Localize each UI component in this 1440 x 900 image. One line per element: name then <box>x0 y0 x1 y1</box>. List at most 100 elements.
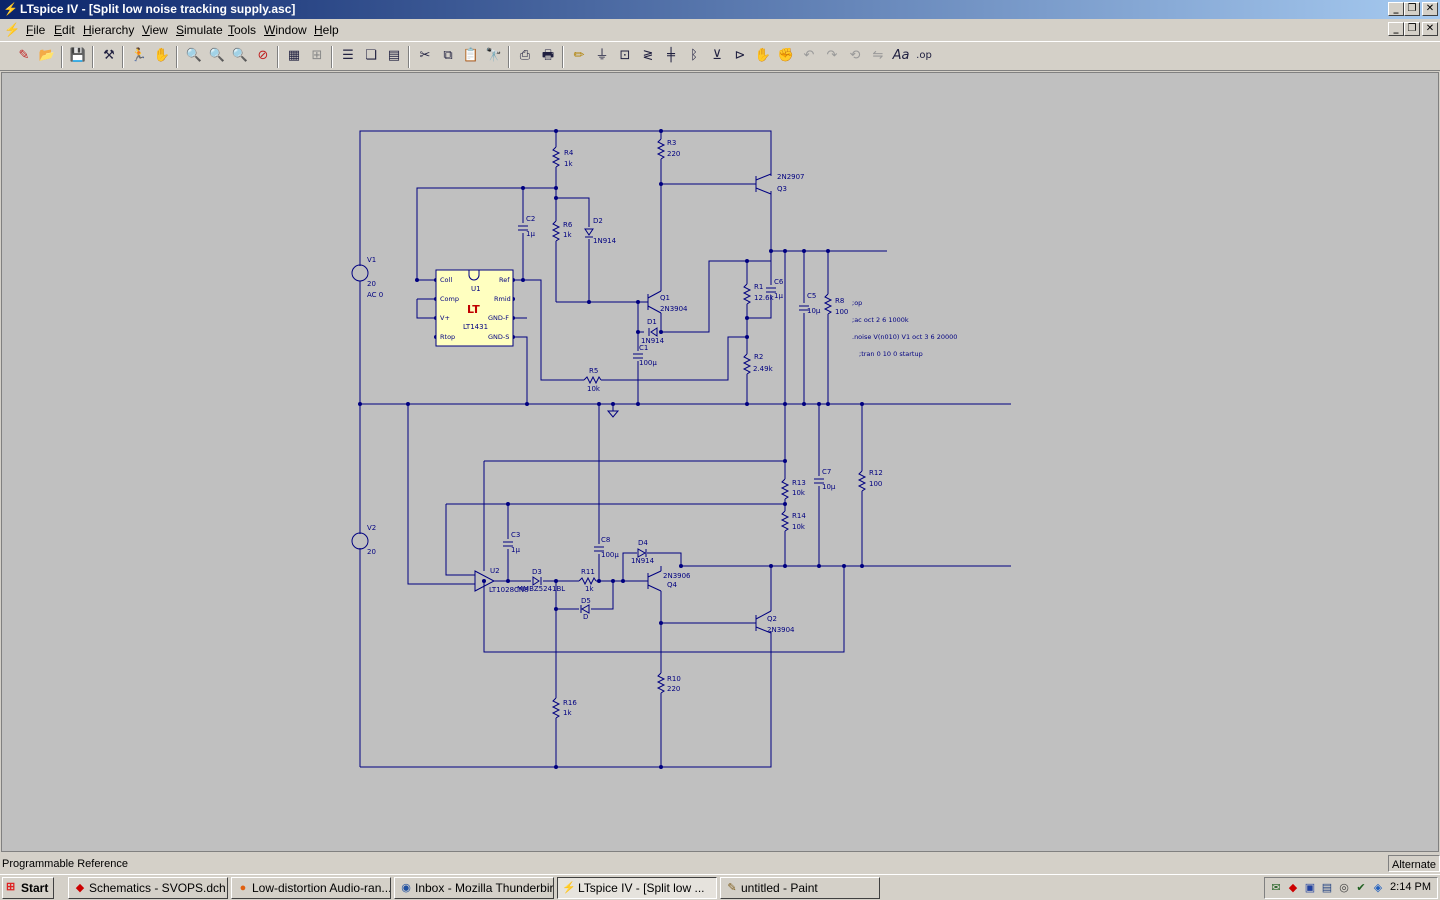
c2-capacitor <box>518 225 528 231</box>
v1-source <box>351 264 369 282</box>
print-preview-icon[interactable]: ⎙ <box>519 48 531 63</box>
mdi-minimize-button[interactable]: _ <box>1388 22 1404 36</box>
start-button[interactable]: ⊞Start <box>2 877 54 899</box>
diode-icon[interactable]: ⊻ <box>712 48 722 63</box>
u1-pin-label: GND-S <box>488 333 509 341</box>
tile-horizontal-icon[interactable]: ☰ <box>342 48 354 63</box>
zoom-fit-icon[interactable]: ⊘ <box>257 48 269 63</box>
menu-hierarchy[interactable]: Hierarchy <box>83 23 135 37</box>
c1-capacitor <box>633 353 643 359</box>
q4-transistor <box>647 570 662 592</box>
menu-simulate[interactable]: Simulate <box>176 23 223 37</box>
tray-network-icon[interactable]: ✉ <box>1271 882 1281 894</box>
close-button[interactable]: ✕ <box>1422 2 1438 16</box>
menu-tools[interactable]: Tools <box>228 23 257 37</box>
mirror-icon[interactable]: ⇋ <box>872 48 884 63</box>
menu-view[interactable]: View <box>142 23 168 37</box>
draw-wire-icon[interactable]: ✏ <box>573 48 585 63</box>
tray-volume-icon[interactable]: ◎ <box>1339 882 1349 894</box>
component-icon[interactable]: ⊳ <box>734 48 746 63</box>
r11-label: 1k <box>585 585 594 593</box>
tray-antivirus-icon[interactable]: ◆ <box>1288 882 1298 894</box>
u2-opamp <box>474 570 496 592</box>
r3-resistor <box>656 138 666 160</box>
menu-edit[interactable]: Edit <box>54 23 75 37</box>
cut-icon[interactable]: ✂ <box>419 48 431 63</box>
find-binoculars-icon[interactable]: 🔭 <box>485 48 503 63</box>
resistor-icon[interactable]: ≷ <box>642 48 654 63</box>
copy-icon[interactable]: ⧉ <box>443 48 453 63</box>
print-icon[interactable]: 🖶 <box>541 48 555 63</box>
new-schematic-icon[interactable]: ✎ <box>18 48 30 63</box>
rotate-icon[interactable]: ⟲ <box>849 48 861 63</box>
task-ltspice[interactable]: ⚡LTspice IV - [Split low ... <box>557 877 717 899</box>
open-folder-icon[interactable]: 📂 <box>38 48 56 63</box>
paste-icon[interactable]: 📋 <box>462 48 480 63</box>
status-text: Programmable Reference <box>2 858 128 870</box>
mdi-restore-button[interactable]: ❐ <box>1404 22 1420 36</box>
spice-directive-icon[interactable]: .op <box>916 50 932 61</box>
zoom-pan-icon[interactable]: 🔍 <box>208 48 226 63</box>
q2-transistor <box>755 610 772 634</box>
task-schematics[interactable]: ◆Schematics - SVOPS.dch <box>68 877 228 899</box>
restore-button[interactable]: ❐ <box>1404 2 1420 16</box>
text-icon[interactable]: Aa <box>892 48 910 63</box>
ground-icon[interactable]: ⏚ <box>595 48 609 63</box>
ltspice-icon: ⚡ <box>562 882 576 894</box>
spice-directive: .noise V(n010) V1 oct 3 6 20000 <box>852 333 957 341</box>
task-thunderbird[interactable]: ◉Inbox - Mozilla Thunderbird <box>394 877 554 899</box>
minimize-button[interactable]: _ <box>1388 2 1404 16</box>
menu-window[interactable]: Window <box>264 23 307 37</box>
menu-help[interactable]: Help <box>314 23 339 37</box>
window-title: LTspice IV - [Split low noise tracking s… <box>20 2 296 16</box>
tray-bluetooth-icon[interactable]: ◈ <box>1373 882 1383 894</box>
menu-file[interactable]: File <box>26 23 46 37</box>
toolbar-separator <box>408 46 410 68</box>
mdi-child-icon[interactable]: ⚡ <box>4 22 21 37</box>
grid-icon[interactable]: ⊞ <box>311 48 323 63</box>
save-icon[interactable]: 💾 <box>69 48 87 63</box>
zoom-out-icon[interactable]: 🔍 <box>231 48 249 63</box>
tile-vertical-icon[interactable]: ▤ <box>387 48 401 63</box>
control-panel-icon[interactable]: ⚒ <box>103 48 115 63</box>
task-firefox[interactable]: ●Low-distortion Audio-ran... <box>231 877 391 899</box>
r1-resistor <box>742 283 752 305</box>
d5-diode <box>580 604 590 614</box>
inductor-icon[interactable]: ᛒ <box>690 48 698 63</box>
d2-label: 1N914 <box>593 237 617 245</box>
undo-icon[interactable]: ↶ <box>803 48 815 63</box>
mdi-close-button[interactable]: ✕ <box>1422 22 1438 36</box>
pan-hand-icon[interactable]: ✋ <box>153 48 171 63</box>
tray-display-icon[interactable]: ▤ <box>1321 882 1333 894</box>
r12-resistor <box>857 470 867 492</box>
redo-icon[interactable]: ↷ <box>826 48 838 63</box>
menu-bar: ⚡ File Edit Hierarchy View Simulate Tool… <box>0 19 1440 41</box>
toolbar-separator <box>176 46 178 68</box>
u1-pin-label: Rtop <box>440 333 455 341</box>
u1-pin-label: Rmid <box>494 295 511 303</box>
zoom-in-icon[interactable]: 🔍 <box>185 48 203 63</box>
capacitor-icon[interactable]: ╪ <box>667 48 675 63</box>
u1-lt1431[interactable]: LT <box>435 269 514 347</box>
task-paint[interactable]: ✎untitled - Paint <box>720 877 880 899</box>
r8-label: R8 <box>835 297 844 305</box>
autorange-icon[interactable]: ▦ <box>287 48 301 63</box>
move-hand-icon[interactable]: ✋ <box>754 48 772 63</box>
label-net-icon[interactable]: ⊡ <box>619 48 631 63</box>
tray-update-icon[interactable]: ✔ <box>1356 882 1366 894</box>
run-icon[interactable]: 🏃 <box>130 48 148 63</box>
cascade-icon[interactable]: ❏ <box>365 48 377 63</box>
tray-monitor-icon[interactable]: ▣ <box>1304 882 1316 894</box>
d1-label: 1N914 <box>641 337 665 345</box>
c8-capacitor <box>594 546 604 552</box>
drag-hand-icon[interactable]: ✊ <box>777 48 795 63</box>
c6-label: C6 <box>774 278 784 286</box>
r2-resistor <box>742 353 752 375</box>
c7-label: C7 <box>822 468 831 476</box>
ltspice-app-icon[interactable]: ⚡ <box>3 2 18 16</box>
r5-resistor <box>583 375 602 385</box>
v1-label: AC 0 <box>367 291 383 299</box>
